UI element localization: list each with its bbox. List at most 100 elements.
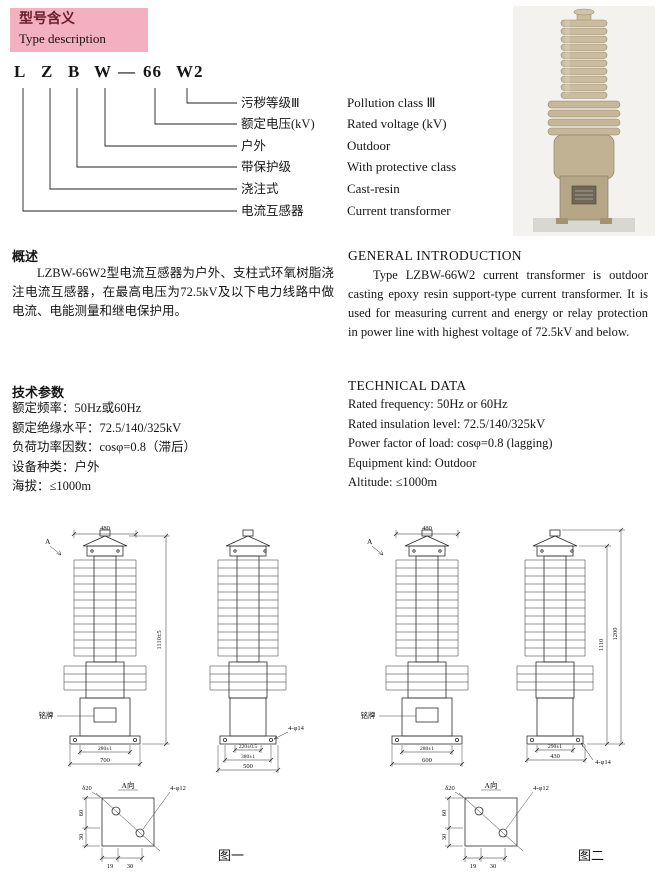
- overview-body-en: Type LZBW-66W2 current transformer is ou…: [348, 268, 648, 339]
- photo-highlight: [565, 20, 570, 94]
- technical-list-zh: 额定频率：50Hz或60Hz 额定绝缘水平：72.5/140/325kV 负荷功…: [12, 399, 196, 497]
- tech-zh-powerfactor: 负荷功率因数：cosφ=0.8（滞后）: [12, 440, 197, 454]
- fig2-side-heightinner-dim: 1110: [598, 639, 605, 652]
- fig1-side-dim2: 380±1: [241, 754, 255, 760]
- figure2-caption: 图二: [578, 848, 605, 863]
- product-photo: [513, 6, 655, 236]
- photo-bell-ribs: [547, 100, 621, 136]
- fig2-detail-w2: 30: [490, 863, 497, 870]
- fig2-nameplate-label: 铭牌: [361, 710, 376, 720]
- type-title-zh: 型号含义: [19, 12, 75, 27]
- tech-en-insulation: Rated insulation level: 72.5/140/325kV: [348, 416, 546, 431]
- tech-en-powerfactor: Power factor of load: cosφ=0.8 (lagging): [348, 436, 553, 450]
- model-item-en-ct: Current transformer: [347, 203, 451, 218]
- type-title-en: Type description: [19, 31, 106, 46]
- model-letter-w2: W2: [176, 62, 204, 81]
- fig2-detail-outline: [458, 792, 524, 852]
- fig1-detail-w2: 30: [127, 863, 134, 870]
- fig2-detail-houter: 60: [441, 810, 448, 817]
- tech-zh-altitude: 海拔：≤1000m: [12, 479, 92, 493]
- photo-nameplate: [571, 185, 597, 205]
- fig2-detail-hinner: 30: [441, 834, 448, 841]
- model-item-zh-voltage: 额定电压(kV): [241, 117, 315, 131]
- fig1-side-outline: [209, 529, 287, 745]
- technical-title-zh: 技术参数: [12, 385, 65, 400]
- fig1-detail-outline: [95, 792, 161, 852]
- model-item-zh-protective: 带保护级: [241, 160, 292, 174]
- fig1-side-dim3: 500: [243, 763, 253, 770]
- model-code: L Z B W — 66 W2: [12, 62, 232, 86]
- fig1-side-dim1: 220±0.5: [239, 744, 257, 750]
- fig1-detail-thickness: δ20: [82, 785, 92, 792]
- model-letter-z: Z: [41, 62, 54, 81]
- model-item-zh-pollution: 污秽等级Ⅲ: [241, 96, 300, 110]
- model-letter-b: B: [68, 62, 81, 81]
- type-description-box: 型号含义 Type description: [10, 8, 148, 52]
- fig2-front-baseouter-dim: 600: [422, 757, 432, 764]
- photo-foot-left: [556, 218, 568, 224]
- model-item-zh-outdoor: 户外: [241, 139, 267, 153]
- figure1-detail-drawing: A向 δ20 4-φ12 60 30 19 30: [78, 780, 186, 870]
- tech-zh-frequency: 额定频率：50Hz或60Hz: [12, 401, 142, 415]
- model-dash: —: [118, 62, 136, 81]
- fig1-side-dimensions: 220±0.5 380±1 500 4-φ14: [215, 725, 305, 773]
- fig1-detail-w1: 19: [107, 863, 114, 870]
- figure1-front-drawing: 480 1110±5 280±1 700 铭牌 A: [39, 525, 170, 767]
- figure2-front-drawing: 480 280±1 600 铭牌 A: [361, 525, 469, 767]
- fig2-detail-w1: 19: [470, 863, 477, 870]
- fig1-front-dimensions: 480 1110±5 280±1 700 铭牌 A: [39, 525, 170, 767]
- figure2-detail-drawing: A向 δ20 4-φ12 60 30 19 30: [441, 780, 549, 870]
- fig2-side-heightouter-dim: 1200: [612, 628, 619, 641]
- fig1-front-baseouter-dim: 700: [100, 757, 110, 764]
- tech-en-kind: Equipment kind: Outdoor: [348, 455, 477, 470]
- model-letter-w: W: [94, 62, 112, 81]
- model-item-en-castresin: Cast-resin: [347, 181, 400, 196]
- model-item-en-protective: With protective class: [347, 159, 457, 174]
- model-item-zh-castresin: 浇注式: [241, 182, 279, 196]
- fig1-detail-holes: 4-φ12: [170, 785, 186, 792]
- photo-foot-right: [600, 218, 612, 224]
- model-item-zh-ct: 电流互感器: [241, 204, 304, 218]
- photo-insulator-ribs: [560, 19, 608, 99]
- fig1-detail-dimensions: δ20 4-φ12 60 30 19 30: [78, 785, 186, 870]
- fig2-front-outline: [385, 529, 469, 745]
- fig1-front-height-dim: 1110±5: [156, 630, 163, 649]
- fig2-front-baseinner-dim: 280±1: [420, 746, 434, 752]
- figure1-caption: 图一: [218, 848, 245, 863]
- fig1-front-outline: [63, 529, 147, 745]
- fig2-front-dimensions: 480 280±1 600 铭牌 A: [361, 525, 465, 767]
- fig1-view-a-label: A: [45, 537, 51, 546]
- fig2-view-a-label: A: [367, 537, 373, 546]
- fig2-detail-holes: 4-φ12: [533, 785, 549, 792]
- figure1-side-drawing: 220±0.5 380±1 500 4-φ14: [209, 529, 305, 773]
- fig1-nameplate-label: 铭牌: [39, 710, 54, 720]
- fig2-nameplate-rect: [415, 707, 439, 723]
- fig2-front-topwidth-dim: 480: [422, 525, 432, 532]
- fig2-detail-title: A向: [485, 780, 498, 790]
- tech-zh-kind: 设备种类：户外: [12, 459, 100, 474]
- figure2-side-drawing: 1110 1200 290±1 430 4-φ14: [516, 527, 625, 766]
- photo-body: [553, 134, 615, 180]
- fig2-side-dimensions: 1110 1200 290±1 430 4-φ14: [524, 527, 625, 766]
- fig1-side-holes-label: 4-φ14: [288, 725, 304, 732]
- fig1-front-baseinner-dim: 280±1: [98, 746, 112, 752]
- fig1-detail-hinner: 30: [78, 834, 85, 841]
- overview-body-zh: LZBW-66W2型电流互感器为户外、支柱式环氧树脂浇注电流互感器，在最高电压为…: [12, 266, 334, 318]
- fig2-side-baseinner-dim: 290±1: [548, 744, 562, 750]
- model-item-en-pollution: Pollution class Ⅲ: [347, 95, 436, 110]
- overview-title-zh: 概述: [12, 249, 39, 264]
- technical-title-en: TECHNICAL DATA: [348, 378, 467, 393]
- fig2-side-holes-label: 4-φ14: [595, 759, 611, 766]
- overview-title-en: GENERAL INTRODUCTION: [348, 248, 522, 263]
- fig1-front-topwidth-dim: 480: [100, 525, 110, 532]
- fig1-detail-houter: 60: [78, 810, 85, 817]
- fig1-detail-title: A向: [122, 780, 135, 790]
- model-connector-lines: [22, 88, 237, 212]
- technical-list-en: Rated frequency: 50Hz or 60Hz Rated insu…: [348, 395, 553, 493]
- model-letter-l: L: [14, 62, 27, 81]
- model-item-en-voltage: Rated voltage (kV): [347, 116, 447, 131]
- photo-top-finial: [573, 8, 595, 22]
- fig1-nameplate-rect: [93, 707, 117, 723]
- tech-zh-insulation: 额定绝缘水平：72.5/140/325kV: [12, 420, 182, 435]
